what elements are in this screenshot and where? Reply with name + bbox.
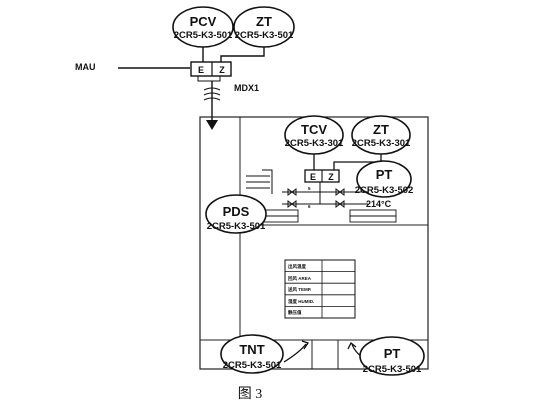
pcv-bubble: PCV 2CR5-K3-501	[172, 6, 234, 48]
fan-arrow-left	[283, 343, 307, 363]
coil-piping: 5 6 214°C	[246, 169, 392, 209]
panel-row-2: 回风 AREA	[288, 275, 312, 282]
flow-arrow	[206, 120, 218, 130]
pt-upper-code: 2CR5-K3-502	[355, 185, 414, 196]
pt-lower-code: 2CR5-K3-501	[363, 364, 422, 375]
mau-label: MAU	[75, 62, 96, 72]
pcv-code: 2CR5-K3-501	[174, 30, 233, 41]
tcv-code: 2CR5-K3-301	[285, 138, 344, 149]
zt-mid-bubble: ZT 2CR5-K3-301	[351, 115, 411, 155]
zt-mid-tag: ZT	[373, 122, 389, 137]
actuator-top-e: E	[198, 65, 204, 75]
tnt-tag: TNT	[239, 342, 264, 357]
panel-row-1: 出风温度	[288, 263, 306, 270]
pds-tag: PDS	[223, 204, 250, 219]
mdx-label: MDX1	[234, 83, 259, 93]
pds-code: 2CR5-K3-501	[207, 221, 266, 232]
zt-top-tag: ZT	[256, 14, 272, 29]
panel-row-4: 湿度 HUMID.	[288, 298, 314, 305]
tcv-bubble: TCV 2CR5-K3-301	[284, 115, 344, 155]
zt-mid-code: 2CR5-K3-301	[352, 138, 411, 149]
tnt-bubble: TNT 2CR5-K3-501	[220, 334, 284, 374]
actuator-top: E Z	[190, 61, 232, 82]
coil-bank-left	[261, 209, 299, 223]
coil-bank-right	[349, 209, 397, 223]
zt-top-code: 2CR5-K3-501	[235, 30, 294, 41]
actuator-mid-z: Z	[328, 172, 334, 182]
sub-label-a: 5	[308, 186, 311, 191]
temp-label: 214°C	[366, 199, 392, 209]
actuator-mid: E Z	[304, 169, 340, 183]
pt-lower-tag: PT	[384, 346, 401, 361]
panel-row-3: 送风 TEMP.	[287, 286, 311, 293]
pt-upper-tag: PT	[376, 167, 393, 182]
zt-top-link-line	[220, 47, 265, 63]
pcv-tag: PCV	[190, 14, 217, 29]
zt-top-bubble: ZT 2CR5-K3-501	[233, 6, 295, 48]
actuator-top-z: Z	[219, 65, 225, 75]
tnt-code: 2CR5-K3-501	[223, 360, 282, 371]
flex-joint	[203, 87, 221, 101]
figure-caption: 图 3	[238, 387, 263, 402]
sub-label-b: 6	[308, 204, 311, 209]
panel-row-5: 静压值	[288, 309, 302, 316]
panel-table: 出风温度 回风 AREA 送风 TEMP. 湿度 HUMID. 静压值	[284, 259, 356, 319]
tcv-tag: TCV	[301, 122, 327, 137]
pds-bubble: PDS 2CR5-K3-501	[205, 194, 267, 234]
pt-lower-bubble: PT 2CR5-K3-501	[359, 336, 425, 376]
pt-upper-bubble: PT 2CR5-K3-502	[355, 160, 414, 198]
actuator-mid-e: E	[310, 172, 316, 182]
